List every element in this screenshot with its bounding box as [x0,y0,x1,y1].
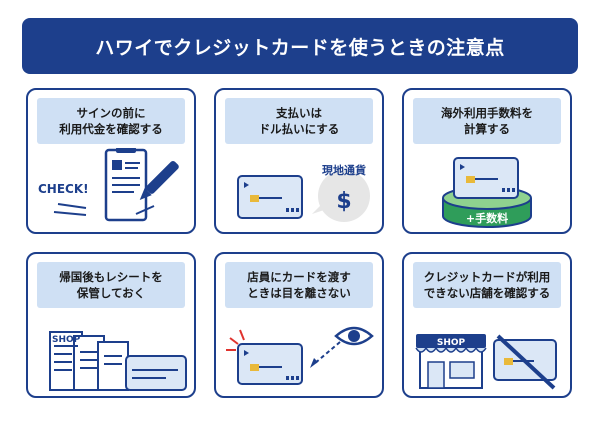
tip-card-watch-card: 店員にカードを渡す ときは目を離さない [214,252,384,398]
receipts-illustration: SHOP [49,331,187,391]
fee-label: +手数料 [466,211,508,225]
eye-icon [334,326,374,346]
check-receipt-illustration: CHECK! [38,148,179,222]
dollar-symbol: $ [336,189,351,214]
shop-receipt-label: SHOP [52,335,81,345]
pen-icon [139,160,179,201]
tip-card-check-amount: サインの前に 利用代金を確認する CHECK! [26,88,196,234]
store-illustration: SHOP [415,334,557,390]
tip-caption: 海外利用手数料を 計算する [413,98,561,144]
tip-caption: 支払いは ドル払いにする [225,98,373,144]
credit-card-icon [125,355,187,391]
watch-card-illustration [226,326,374,385]
currency-bubble-icon [318,170,370,222]
tip-card-keep-receipts: 帰国後もレシートを 保管しておく SHOP [26,252,196,398]
shop-icon [415,334,487,389]
credit-card-icon [237,343,303,385]
fee-illustration: +手数料 [442,157,532,228]
tip-caption: 店員にカードを渡す ときは目を離さない [225,262,373,308]
shop-sign-label: SHOP [437,338,466,348]
page-title: ハワイでクレジットカードを使うときの注意点 [22,18,578,74]
tip-card-pay-dollars: 支払いは ドル払いにする 現地通貨 $ [214,88,384,234]
tip-card-check-stores: クレジットカードが利用 できない店舗を確認する SHOP [402,252,572,398]
local-currency-label: 現地通貨 [322,163,366,177]
tip-card-calc-fee: 海外利用手数料を 計算する +手数料 [402,88,572,234]
tip-caption: 帰国後もレシートを 保管しておく [37,262,185,308]
tip-caption: クレジットカードが利用 できない店舗を確認する [413,262,561,308]
dollar-payment-illustration: 現地通貨 $ [237,163,370,222]
receipt-stack-icon [49,331,129,391]
alert-lines-icon [226,329,245,351]
tip-caption: サインの前に 利用代金を確認する [37,98,185,144]
check-label: CHECK! [38,182,89,196]
gaze-arrow-icon [313,341,341,365]
prohibited-slash-icon [496,334,556,390]
